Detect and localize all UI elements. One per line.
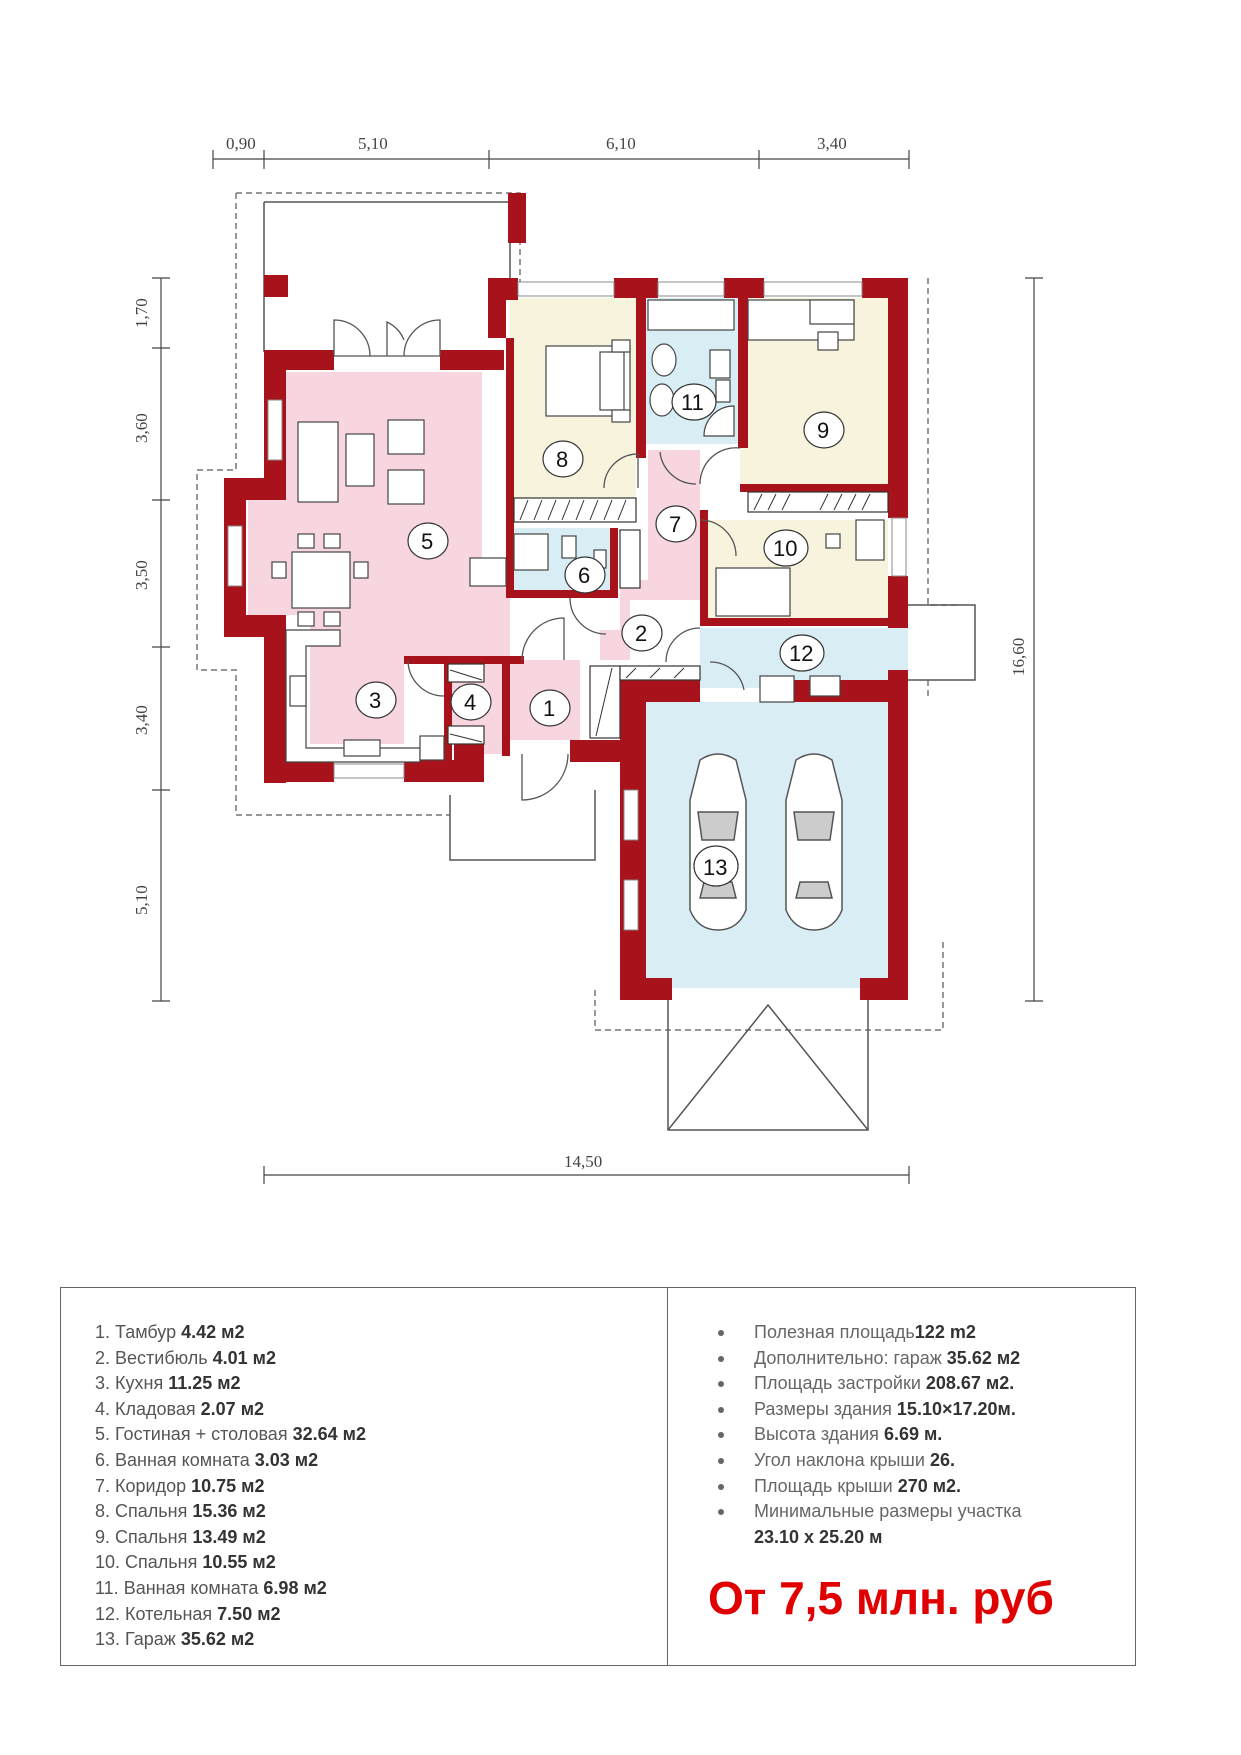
garage-cars xyxy=(689,753,843,931)
car xyxy=(785,753,843,931)
room-number-markers xyxy=(355,383,845,887)
spec-item: Дополнительно: гараж 35.62 м2 xyxy=(706,1346,1022,1372)
room-number: 13 xyxy=(703,855,727,880)
left-dimension-line xyxy=(152,277,170,1002)
door-swings xyxy=(407,447,745,801)
room-number: 1 xyxy=(543,696,555,721)
dim-left-5: 5,10 xyxy=(132,885,151,915)
info-panel: 1. Тамбур 4.42 м2 2. Вестибюль 4.01 м2 3… xyxy=(60,1287,1136,1666)
room-number: 3 xyxy=(369,688,381,713)
furniture xyxy=(271,299,885,763)
dim-top-2: 5,10 xyxy=(358,134,388,153)
garage-floor xyxy=(646,702,908,988)
room-item: 10. Спальня 10.55 м2 xyxy=(95,1552,276,1573)
spec-item: Площадь крыши 270 м2. xyxy=(706,1474,1022,1500)
room-item: 5. Гостиная + столовая 32.64 м2 xyxy=(95,1424,366,1445)
dim-top-1: 0,90 xyxy=(226,134,256,153)
pergola-post xyxy=(264,275,288,297)
bullet-icon xyxy=(718,1457,724,1464)
dim-left-4: 3,40 xyxy=(132,705,151,735)
room-number: 5 xyxy=(421,529,433,554)
floor-plan: 0,90 5,10 6,10 3,40 1,70 3,60 3,50 3,40 … xyxy=(132,134,1043,1184)
windows xyxy=(227,281,907,931)
bullet-icon xyxy=(718,1355,724,1362)
dim-top-4: 3,40 xyxy=(817,134,847,153)
room-item: 4. Кладовая 2.07 м2 xyxy=(95,1398,265,1419)
spec-item: Угол наклона крыши 26. xyxy=(706,1448,1022,1474)
spec-item: Площадь застройки 208.67 м2. xyxy=(706,1371,1022,1397)
dim-right: 16,60 xyxy=(1009,638,1028,676)
room-number: 8 xyxy=(556,447,568,472)
dim-bottom: 14,50 xyxy=(564,1152,602,1171)
bullet-icon xyxy=(718,1509,724,1516)
specs-column: Полезная площадь122 m2 Дополнительно: га… xyxy=(668,1288,1135,1665)
bathtub xyxy=(647,299,735,331)
dim-top-3: 6,10 xyxy=(606,134,636,153)
room-item: 1. Тамбур 4.42 м2 xyxy=(95,1322,245,1342)
dim-left-1: 1,70 xyxy=(132,298,151,328)
bullet-icon xyxy=(718,1381,724,1388)
spec-item: Размеры здания 15.10×17.20м. xyxy=(706,1397,1022,1423)
room-item: 12. Котельная 7.50 м2 xyxy=(95,1603,281,1624)
dim-left-2: 3,60 xyxy=(132,413,151,443)
room-item: 7. Коридор 10.75 м2 xyxy=(95,1475,265,1496)
room-item: 2. Вестибюль 4.01 м2 xyxy=(95,1347,276,1368)
room-list: 1. Тамбур 4.42 м2 2. Вестибюль 4.01 м2 3… xyxy=(95,1320,366,1653)
dining-table xyxy=(291,551,351,609)
room-item: 9. Спальня 13.49 м2 xyxy=(95,1526,266,1547)
bottom-dimension-line xyxy=(263,1166,910,1184)
room-item: 11. Ванная комната 6.98 м2 xyxy=(95,1577,327,1598)
top-dimension-line xyxy=(212,150,910,169)
sofa xyxy=(297,421,339,503)
room-number: 9 xyxy=(817,418,829,443)
bullet-icon xyxy=(718,1330,724,1336)
room-item: 13. Гараж 35.62 м2 xyxy=(95,1629,255,1650)
room-list-column: 1. Тамбур 4.42 м2 2. Вестибюль 4.01 м2 3… xyxy=(61,1288,668,1665)
bed xyxy=(715,567,791,617)
bullet-icon xyxy=(718,1406,724,1413)
room-item: 8. Спальня 15.36 м2 xyxy=(95,1501,266,1522)
spec-list: Полезная площадь122 m2 Дополнительно: га… xyxy=(706,1320,1022,1550)
pergola-post xyxy=(508,193,526,243)
right-dimension-line xyxy=(1025,277,1043,1002)
bullet-icon xyxy=(718,1432,724,1439)
car xyxy=(689,753,747,931)
room-number: 6 xyxy=(578,563,590,588)
room-number: 7 xyxy=(669,512,681,537)
spec-item: Высота здания 6.69 м. xyxy=(706,1422,1022,1448)
room-item: 3. Кухня 11.25 м2 xyxy=(95,1373,241,1394)
room-number: 10 xyxy=(773,536,797,561)
room-number: 4 xyxy=(464,690,476,715)
wardrobe-hatching xyxy=(449,493,871,743)
room-number: 12 xyxy=(789,641,813,666)
terrace-doors xyxy=(333,319,441,357)
bullet-icon xyxy=(718,1483,724,1490)
price-label: От 7,5 млн. руб xyxy=(708,1572,1054,1624)
room-item: 6. Ванная комната 3.03 м2 xyxy=(95,1449,319,1470)
room-number: 11 xyxy=(681,390,704,415)
spec-item: Полезная площадь122 m2 xyxy=(706,1320,1022,1346)
room-number: 2 xyxy=(635,621,647,646)
dim-left-3: 3,50 xyxy=(132,560,151,590)
